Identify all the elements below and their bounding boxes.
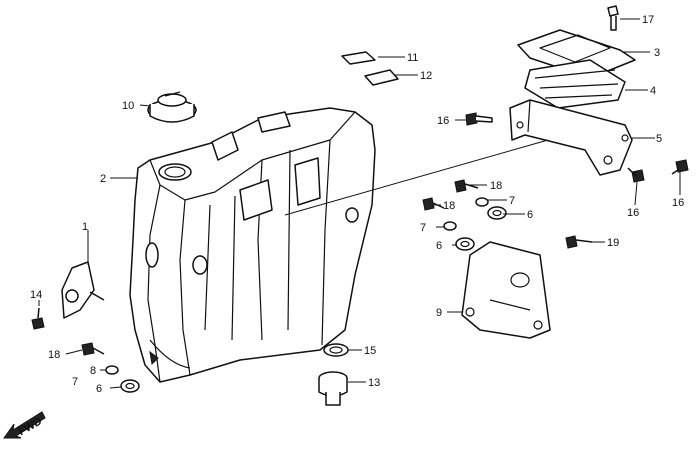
rear-bracket [61, 261, 105, 319]
callout-14: 14 [30, 289, 42, 301]
bolt-18-lower [81, 342, 105, 356]
callout-16-right: 16 [627, 207, 639, 219]
callout-19: 19 [607, 237, 619, 249]
callout-3: 3 [654, 47, 660, 59]
callout-16-upper: 16 [437, 115, 449, 127]
callout-6-lower: 6 [96, 383, 102, 395]
callout-1: 1 [82, 221, 88, 233]
callout-2: 2 [100, 173, 106, 185]
lower-bracket [461, 241, 551, 339]
mount-bracket [509, 99, 633, 176]
cushion-rubber [524, 59, 626, 109]
callout-7-mid: 7 [420, 222, 426, 234]
callout-18-lower: 18 [48, 349, 60, 361]
nut-6-upper [487, 206, 507, 220]
callout-4: 4 [650, 85, 656, 97]
callout-5: 5 [656, 133, 662, 145]
bolt-18-upper [454, 179, 479, 193]
callout-7-lower: 7 [72, 376, 78, 388]
callout-10: 10 [122, 100, 134, 112]
nut-6-lower [120, 379, 140, 393]
assembly-line [284, 139, 549, 216]
bolt-14 [31, 307, 45, 330]
bolt-16-right [627, 167, 645, 183]
callout-6-upper: 6 [527, 209, 533, 221]
fwd-label: FWD [16, 415, 44, 438]
callout-8: 8 [90, 365, 96, 377]
washer-7-mid [443, 221, 457, 231]
fuel-tank [129, 107, 376, 383]
bolt-18-mid [422, 197, 445, 211]
fuel-cap [147, 91, 197, 123]
washer-7-upper [475, 197, 489, 207]
bolt-16-upper [465, 112, 493, 126]
callout-labels: 17 3 11 12 4 10 16 5 2 18 7 18 6 16 16 1… [30, 14, 684, 395]
sealing-washer [323, 343, 349, 357]
callout-13: 13 [368, 377, 380, 389]
callout-18-upper: 18 [490, 180, 502, 192]
callout-9: 9 [436, 307, 442, 319]
callout-15: 15 [364, 345, 376, 357]
washer-8 [105, 365, 119, 375]
leader-lines [38, 18, 681, 389]
drain-plug [318, 371, 348, 406]
forward-direction-indicator: FWD [3, 411, 46, 439]
callout-16-far-right: 16 [672, 197, 684, 209]
bolt-16-far-right [671, 159, 689, 175]
emblem-strips [341, 51, 399, 86]
bolt-19 [565, 235, 593, 249]
forward-arrow-icon [3, 411, 46, 439]
nut-6-mid [455, 237, 475, 251]
bolt-17 [607, 5, 619, 31]
callout-12: 12 [420, 70, 432, 82]
callout-6-mid: 6 [436, 240, 442, 252]
top-cover [517, 29, 636, 79]
callout-17: 17 [642, 14, 654, 26]
callout-11: 11 [407, 52, 418, 64]
callout-7-upper: 7 [509, 195, 515, 207]
callout-18-mid: 18 [443, 200, 455, 212]
